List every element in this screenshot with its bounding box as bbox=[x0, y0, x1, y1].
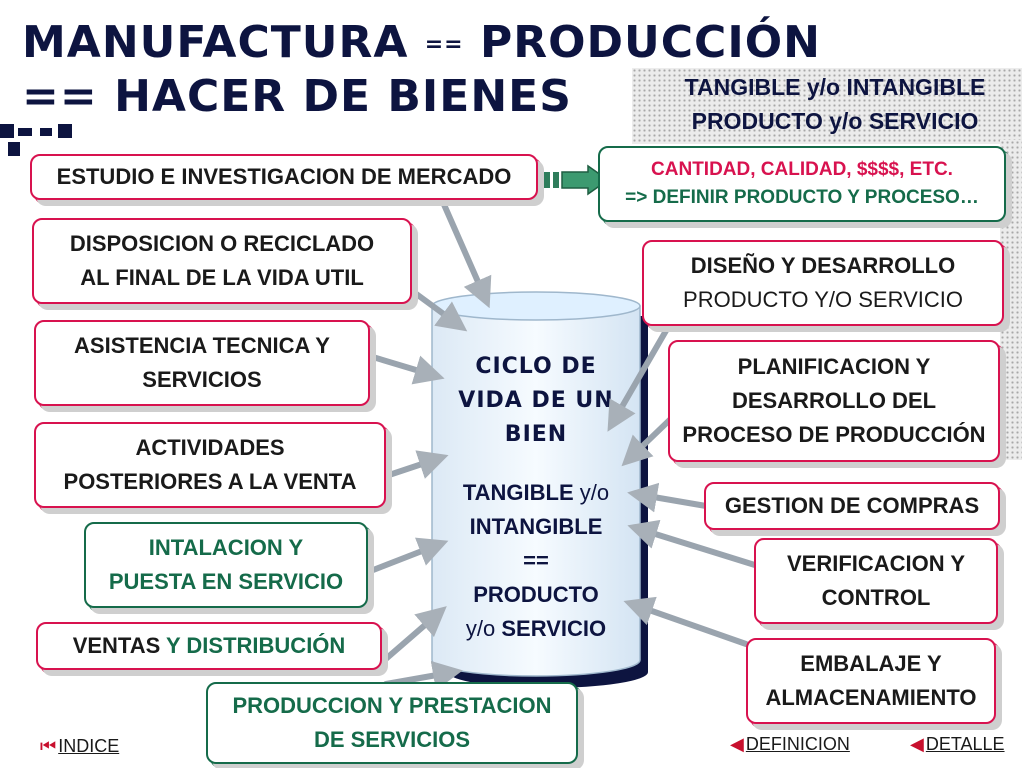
arrow-embalaje bbox=[623, 596, 749, 647]
center-line4: TANGIBLE y/o bbox=[436, 476, 636, 510]
box-estudio-mercado: ESTUDIO E INVESTIGACION DE MERCADO bbox=[30, 154, 538, 200]
box-ventas: VENTAS Y DISTRIBUCIÓN bbox=[36, 622, 382, 670]
corner-decoration bbox=[0, 124, 80, 158]
nav-indice-link[interactable]: ⏮INDICE bbox=[40, 736, 119, 757]
cantidad-line2: => DEFINIR PRODUCTO Y PROCESO… bbox=[625, 187, 979, 208]
box-embalaje: EMBALAJE Y ALMACENAMIENTO bbox=[746, 638, 996, 724]
title-hacer-de-bienes: HACER DE BIENES bbox=[114, 71, 572, 122]
estudio-label: ESTUDIO E INVESTIGACION DE MERCADO bbox=[56, 164, 512, 189]
center-servicio: SERVICIO bbox=[501, 616, 607, 641]
compras-label: GESTION DE COMPRAS bbox=[724, 493, 980, 518]
produccion-line1: PRODUCCION Y PRESTACION bbox=[232, 693, 552, 718]
arrow-verificacion bbox=[627, 519, 761, 569]
nav-definicion-link[interactable]: ◀DEFINICION bbox=[730, 734, 850, 755]
title-produccion: PRODUCCIÓN bbox=[479, 17, 821, 68]
header-note-line2: PRODUCTO y/o SERVICIO bbox=[691, 108, 979, 134]
box-compras: GESTION DE COMPRAS bbox=[704, 482, 1000, 530]
box-cantidad: CANTIDAD, CALIDAD, $$$$, ETC. => DEFINIR… bbox=[598, 146, 1006, 222]
box-diseno: DISEÑO Y DESARROLLO PRODUCTO Y/O SERVICI… bbox=[642, 240, 1004, 326]
center-intangible: INTANGIBLE bbox=[469, 514, 603, 539]
center-label: CICLO DE VIDA DE UN BIEN TANGIBLE y/o IN… bbox=[436, 350, 636, 646]
embalaje-line1: EMBALAJE Y bbox=[800, 651, 942, 676]
ventas-label: VENTAS Y DISTRIBUCIÓN bbox=[73, 629, 346, 663]
ventas-distribucion: DISTRIBUCIÓN bbox=[186, 633, 346, 658]
arrow-compras bbox=[627, 482, 709, 513]
instalacion-line2: PUESTA EN SERVICIO bbox=[108, 569, 344, 594]
disposicion-line1: DISPOSICION O RECICLADO bbox=[69, 231, 375, 256]
ventas-word: VENTAS bbox=[72, 633, 161, 658]
ventas-y: Y bbox=[166, 633, 181, 658]
cantidad-line1: CANTIDAD, CALIDAD, $$$$, ETC. bbox=[651, 159, 953, 180]
nav-definicion-label: DEFINICION bbox=[745, 734, 850, 754]
verificacion-line1: VERIFICACION Y bbox=[786, 551, 966, 576]
asistencia-line2: SERVICIOS bbox=[142, 367, 262, 392]
page-title-line2: == HACER DE BIENES bbox=[22, 70, 572, 124]
diseno-line1: DISEÑO Y DESARROLLO bbox=[690, 253, 956, 278]
produccion-line2: DE SERVICIOS bbox=[313, 727, 471, 752]
box-verificacion: VERIFICACION Y CONTROL bbox=[754, 538, 998, 624]
back-arrow-icon-2: ◀ bbox=[910, 734, 924, 754]
right-dotted-panel bbox=[1000, 140, 1022, 460]
actividades-line2: POSTERIORES A LA VENTA bbox=[63, 469, 357, 494]
arrow-estudio bbox=[439, 197, 492, 309]
center-line8: y/o SERVICIO bbox=[436, 612, 636, 646]
box-asistencia: ASISTENCIA TECNICA Y SERVICIOS bbox=[34, 320, 370, 406]
disposicion-line2: AL FINAL DE LA VIDA UTIL bbox=[80, 265, 364, 290]
center-title-line3: BIEN bbox=[504, 422, 568, 447]
box-actividades: ACTIVIDADES POSTERIORES A LA VENTA bbox=[34, 422, 386, 508]
arrow-actividades bbox=[377, 450, 449, 481]
center-yo-1: y/o bbox=[579, 480, 610, 505]
title-equals: == bbox=[424, 32, 464, 57]
box-disposicion: DISPOSICION O RECICLADO AL FINAL DE LA V… bbox=[32, 218, 412, 304]
center-yo-2: y/o bbox=[465, 616, 496, 641]
arrow-instalacion bbox=[365, 537, 449, 575]
planificacion-line3: PROCESO DE PRODUCCIÓN bbox=[682, 422, 986, 447]
arrow-diseno bbox=[607, 307, 681, 432]
box-produccion: PRODUCCION Y PRESTACION DE SERVICIOS bbox=[206, 682, 578, 764]
center-title-line2: VIDA DE UN bbox=[458, 388, 614, 413]
embalaje-line2: ALMACENAMIENTO bbox=[765, 685, 977, 710]
verificacion-line2: CONTROL bbox=[821, 585, 931, 610]
center-title-line1: CICLO DE bbox=[475, 354, 597, 379]
nav-indice-label: INDICE bbox=[58, 736, 120, 756]
planificacion-line1: PLANIFICACION Y bbox=[737, 354, 931, 379]
center-equals: == bbox=[523, 548, 549, 573]
diseno-line2: PRODUCTO Y/O SERVICIO bbox=[683, 287, 963, 312]
title-manufactura: MANUFACTURA bbox=[22, 17, 409, 68]
skip-back-icon: ⏮ bbox=[40, 736, 57, 756]
instalacion-line1: INTALACION Y bbox=[148, 535, 304, 560]
box-instalacion: INTALACION Y PUESTA EN SERVICIO bbox=[84, 522, 368, 608]
nav-detalle-label: DETALLE bbox=[925, 734, 1005, 754]
back-arrow-icon: ◀ bbox=[730, 734, 744, 754]
center-producto: PRODUCTO bbox=[473, 582, 599, 607]
header-note: TANGIBLE y/o INTANGIBLE PRODUCTO y/o SER… bbox=[640, 70, 1024, 138]
planificacion-line2: DESARROLLO DEL bbox=[731, 388, 937, 413]
header-note-line1: TANGIBLE y/o INTANGIBLE bbox=[684, 74, 986, 100]
asistencia-line1: ASISTENCIA TECNICA Y bbox=[74, 333, 330, 358]
title-equals-2: == bbox=[22, 71, 98, 122]
page-title-line1: MANUFACTURA == PRODUCCIÓN bbox=[22, 16, 821, 72]
header-dotted-panel bbox=[632, 68, 1022, 144]
actividades-line1: ACTIVIDADES bbox=[135, 435, 285, 460]
box-planificacion: PLANIFICACION Y DESARROLLO DEL PROCESO D… bbox=[668, 340, 1000, 462]
arrow-ventas bbox=[377, 606, 447, 667]
center-tangible: TANGIBLE bbox=[462, 480, 574, 505]
nav-detalle-link[interactable]: ◀DETALLE bbox=[910, 734, 1005, 755]
